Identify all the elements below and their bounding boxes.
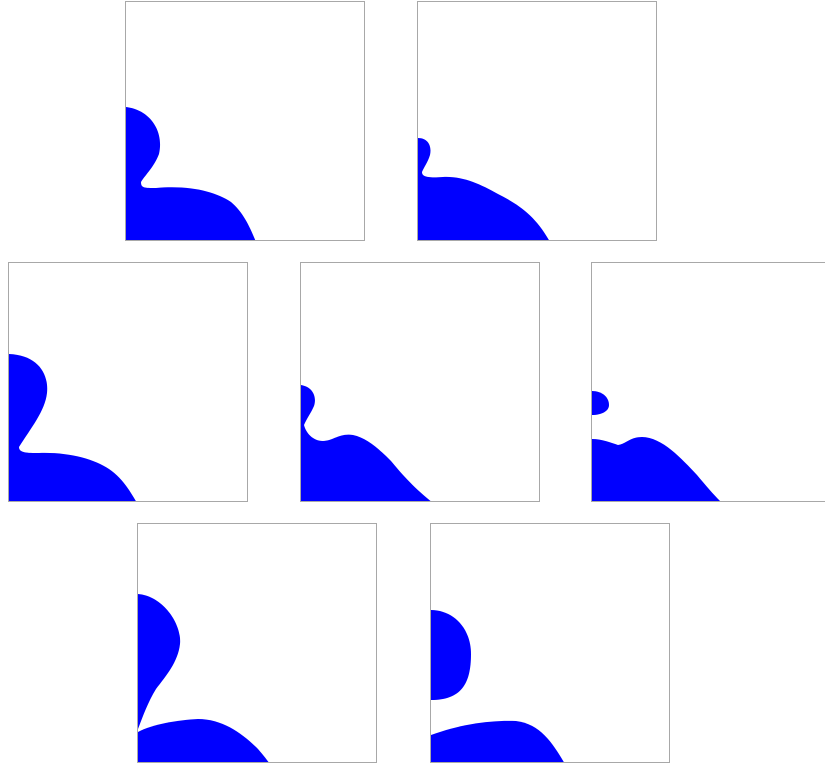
simulation-panel-4 bbox=[300, 262, 540, 502]
simulation-panel-7 bbox=[430, 523, 670, 763]
fluid-shape-7 bbox=[431, 524, 670, 763]
fluid-shape-1 bbox=[126, 2, 365, 241]
fluid-shape-2 bbox=[418, 2, 657, 241]
fluid-shape-6 bbox=[138, 524, 377, 763]
fluid-shape-3 bbox=[9, 263, 248, 502]
simulation-panel-1 bbox=[125, 1, 365, 241]
fluid-shape-4 bbox=[301, 263, 540, 502]
simulation-panel-3 bbox=[8, 262, 248, 502]
simulation-panel-5 bbox=[591, 262, 825, 502]
fluid-shape-5 bbox=[592, 263, 825, 502]
simulation-panel-2 bbox=[417, 1, 657, 241]
simulation-panel-6 bbox=[137, 523, 377, 763]
